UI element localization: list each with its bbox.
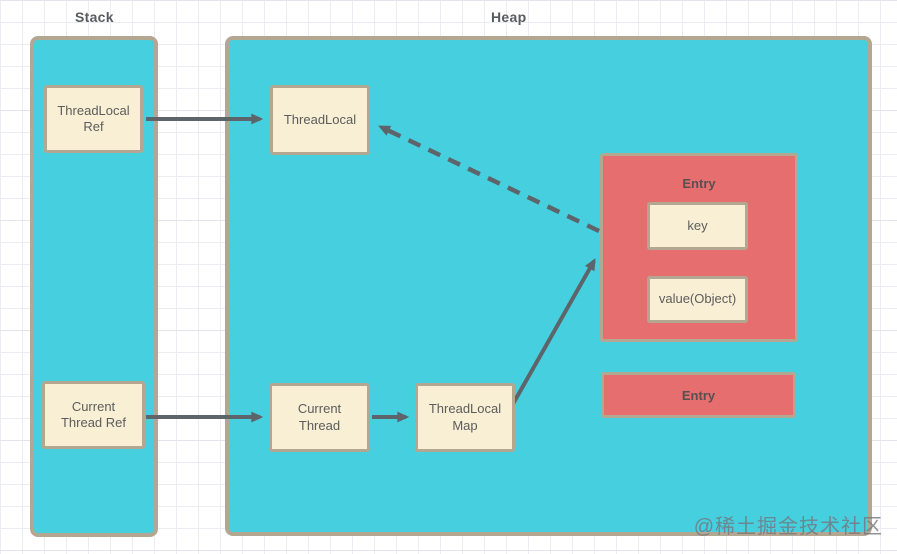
- node-threadlocal-label: ThreadLocal: [283, 111, 357, 127]
- node-value-object-label: value(Object): [658, 291, 737, 307]
- entry-box-small: Entry: [601, 372, 796, 418]
- node-threadlocal: ThreadLocal: [270, 85, 370, 155]
- stack-label: Stack: [75, 9, 114, 25]
- heap-label: Heap: [491, 9, 527, 25]
- entry-large-title: Entry: [682, 176, 716, 191]
- node-key-label: key: [687, 217, 708, 233]
- node-threadlocal-map-label: ThreadLocal Map: [428, 401, 502, 433]
- node-threadlocal-ref-label: ThreadLocal Ref: [57, 102, 130, 134]
- node-key: key: [647, 202, 748, 250]
- node-current-thread-label: Current Thread: [297, 401, 342, 433]
- node-value-object: value(Object): [647, 276, 748, 323]
- node-threadlocal-map: ThreadLocal Map: [415, 383, 515, 452]
- node-current-thread-ref-label: Current Thread Ref: [60, 398, 127, 430]
- node-current-thread-ref: Current Thread Ref: [42, 381, 145, 449]
- entry-small-title: Entry: [681, 387, 716, 403]
- node-current-thread: Current Thread: [269, 383, 370, 452]
- node-threadlocal-ref: ThreadLocal Ref: [44, 85, 143, 153]
- watermark: @稀土掘金技术社区: [693, 516, 883, 538]
